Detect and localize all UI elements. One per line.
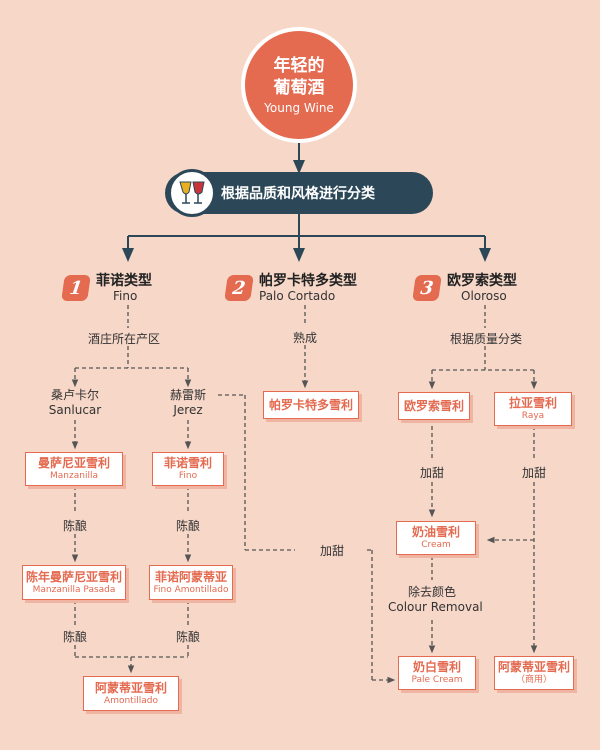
category-1-en: Fino [113, 289, 138, 303]
mature-label: 熟成 [292, 331, 317, 345]
root-en: Young Wine [264, 101, 334, 115]
sanlucar-en: Sanlucar [48, 403, 102, 417]
box-manzanilla: 曼萨尼亚雪利 Manzanilla [25, 452, 123, 486]
box-fino-amontillado: 菲诺阿蒙蒂亚 Fino Amontillado [149, 565, 233, 600]
box-raya-en: Raya [521, 411, 545, 421]
category-3-en: Oloroso [461, 289, 507, 303]
root-zh-line2: 葡萄酒 [273, 78, 325, 98]
box-amontillado-commercial-zh: 阿蒙蒂亚雪利 [497, 660, 570, 674]
box-fino-amontillado-en: Fino Amontillado [153, 584, 229, 595]
wine-glasses-icon [168, 169, 216, 217]
aging-label-3: 陈酿 [62, 630, 87, 644]
sanlucar-zh: 桑卢卡尔 [50, 388, 99, 402]
box-cream-zh: 奶油雪利 [411, 525, 460, 539]
box-fino: 菲诺雪利 Fino [152, 452, 224, 486]
box-amontillado: 阿蒙蒂亚雪利 Amontillado [83, 676, 179, 711]
sweeten-raya-label: 加甜 [521, 466, 546, 480]
box-amontillado-commercial: 阿蒙蒂亚雪利 （商用） [494, 656, 574, 690]
aging-label-2: 陈酿 [175, 519, 200, 533]
jerez-en: Jerez [173, 403, 203, 417]
box-cream-en: Cream [421, 540, 451, 550]
category-1-zh: 菲诺类型 [96, 273, 152, 289]
box-oloroso: 欧罗索雪利 [398, 392, 470, 420]
box-manzanilla-pasada-zh: 陈年曼萨尼亚雪利 [25, 569, 122, 584]
box-oloroso-zh: 欧罗索雪利 [403, 398, 464, 413]
box-fino-zh: 菲诺雪利 [163, 456, 212, 470]
colour-removal-zh: 除去颜色 [407, 585, 456, 599]
box-raya: 拉亚雪利 Raya [494, 392, 572, 426]
aging-label-1: 陈酿 [62, 519, 87, 533]
category-2-number: 2 [224, 275, 254, 301]
sweeten-center-label: 加甜 [319, 544, 344, 558]
box-amontillado-zh: 阿蒙蒂亚雪利 [94, 680, 167, 695]
category-1-number: 1 [61, 275, 91, 301]
box-manzanilla-en: Manzanilla [50, 471, 98, 481]
box-cream: 奶油雪利 Cream [396, 521, 476, 555]
box-manzanilla-pasada: 陈年曼萨尼亚雪利 Manzanilla Pasada [22, 565, 126, 600]
root-young-wine: 年轻的 葡萄酒 Young Wine [241, 27, 357, 143]
category-2-zh: 帕罗卡特多类型 [259, 273, 357, 289]
region-label: 酒庄所在产区 [88, 332, 161, 346]
banner-label: 根据品质和风格进行分类 [221, 186, 375, 202]
box-manzanilla-pasada-en: Manzanilla Pasada [32, 584, 116, 595]
box-amontillado-en: Amontillado [104, 695, 158, 706]
box-pale-cream: 奶白雪利 Pale Cream [398, 656, 476, 690]
box-fino-en: Fino [178, 471, 198, 481]
box-palo-cortado: 帕罗卡特多雪利 [263, 391, 359, 419]
root-zh-line1: 年轻的 [273, 56, 325, 76]
box-fino-amontillado-zh: 菲诺阿蒙蒂亚 [154, 569, 227, 584]
category-2-en: Palo Cortado [259, 289, 336, 303]
box-pale-cream-en: Pale Cream [411, 675, 463, 685]
category-3-number: 3 [412, 275, 442, 301]
jerez-zh: 赫雷斯 [169, 388, 206, 402]
colour-removal-en: Colour Removal [388, 600, 483, 614]
box-palo-cortado-zh: 帕罗卡特多雪利 [268, 397, 353, 412]
sweeten-oloroso-label: 加甜 [419, 466, 444, 480]
box-manzanilla-zh: 曼萨尼亚雪利 [37, 456, 110, 470]
box-amontillado-commercial-en: （商用） [515, 675, 552, 685]
aging-label-4: 陈酿 [175, 630, 200, 644]
box-raya-zh: 拉亚雪利 [508, 396, 557, 410]
category-3-zh: 欧罗索类型 [447, 273, 517, 289]
box-pale-cream-zh: 奶白雪利 [412, 660, 461, 674]
by-quality-label: 根据质量分类 [449, 332, 522, 346]
